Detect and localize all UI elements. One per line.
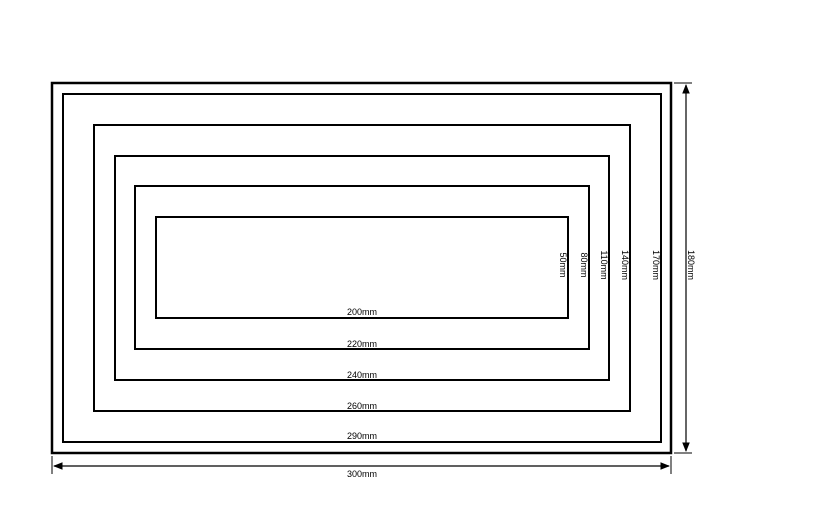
- frame-width-label: 290mm: [347, 431, 377, 441]
- frame-width-label: 260mm: [347, 401, 377, 411]
- frame-width-label: 240mm: [347, 370, 377, 380]
- frame-260x140: [93, 124, 631, 412]
- frame-height-label: 110mm: [599, 250, 609, 279]
- frame-width-label: 200mm: [347, 307, 377, 317]
- frame-240x110: [114, 155, 610, 381]
- frame-height-label: 50mm: [558, 252, 568, 277]
- frame-height-label: 140mm: [620, 250, 630, 280]
- frame-height-label: 80mm: [579, 252, 589, 277]
- frame-height-label: 170mm: [651, 250, 661, 280]
- frame-200x50: [155, 216, 569, 319]
- outer-width-label: 300mm: [347, 469, 377, 479]
- outer-border: [50, 81, 673, 455]
- outer-height-label: 180mm: [686, 250, 696, 280]
- frame-290x170: [62, 93, 662, 443]
- frame-220x80: [134, 185, 590, 350]
- frame-width-label: 220mm: [347, 339, 377, 349]
